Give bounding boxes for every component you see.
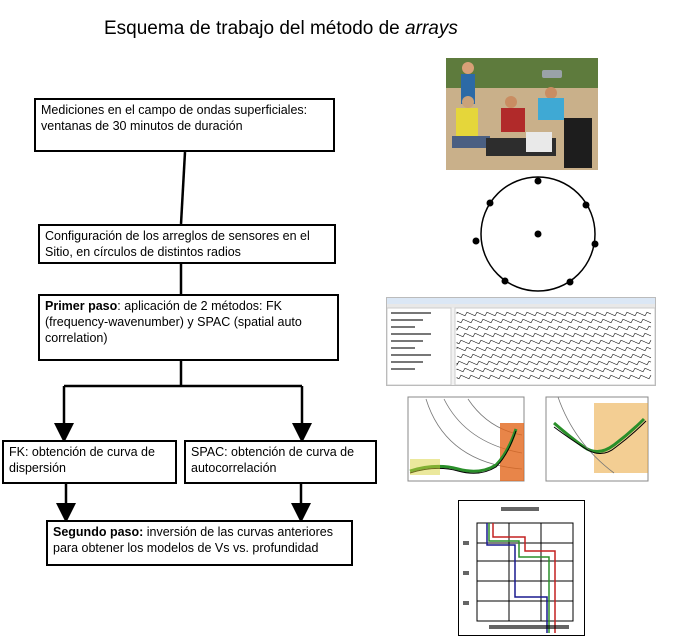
software-screenshot [386, 297, 656, 386]
title-italic: arrays [405, 18, 458, 39]
box-fk-dispersion-text: FK: obtención de curva de dispersión [9, 445, 155, 475]
spac-drawing [545, 396, 649, 482]
seismogram-trace [456, 318, 652, 324]
sensor-point [591, 240, 599, 248]
fk-dispersion-drawing [407, 396, 525, 482]
tree-item [391, 354, 431, 356]
tree-item [391, 319, 423, 321]
sensor-point [486, 199, 494, 207]
seismogram-trace [456, 367, 652, 373]
seismogram-trace [456, 346, 652, 352]
field-work-photo-drawing [446, 58, 598, 170]
sensor-point [566, 278, 574, 286]
box-fk-dispersion: FK: obtención de curva de dispersión [2, 440, 177, 484]
box-sensor-configuration: Configuración de los arreglos de sensore… [38, 224, 336, 264]
tree-item [391, 326, 415, 328]
array-circle [480, 176, 596, 292]
seismogram-trace [456, 311, 652, 317]
box-first-step-bold: Primer paso [45, 299, 118, 313]
seismogram-trace [456, 374, 652, 380]
seismogram-trace [456, 353, 652, 359]
box-second-step-text: inversión de las curvas anteriores para … [53, 525, 333, 555]
tree-item [391, 347, 415, 349]
sensor-circle-array [472, 176, 599, 292]
diagram-title: Esquema de trabajo del método de arrays [104, 18, 458, 40]
box-second-step-bold: Segundo paso: [53, 525, 144, 539]
vs-profile-drawing [463, 507, 574, 633]
sensor-point [534, 177, 542, 185]
box-spac-autocorrelation-text: SPAC: obtención de curva de autocorrelac… [191, 445, 355, 475]
title-main: Esquema de trabajo del método de [104, 18, 400, 39]
software-screenshot-drawing [387, 298, 655, 385]
field-work-photo [446, 58, 598, 170]
seismogram-trace [456, 339, 652, 345]
sensor-point [582, 201, 590, 209]
box-first-step-text: : aplicación de 2 métodos: FK (frequency… [45, 299, 302, 345]
seismogram-trace [456, 332, 652, 338]
sensor-center [534, 230, 542, 238]
fk-dispersion-plot [396, 393, 528, 489]
tree-item [391, 333, 431, 335]
tree-item [391, 368, 415, 370]
box-field-measurements-text: Mediciones en el campo de ondas superfic… [41, 103, 308, 133]
sensor-point [501, 277, 509, 285]
connector-1-2 [179, 151, 187, 225]
sensor-point [472, 237, 480, 245]
seismogram-trace [456, 360, 652, 366]
vs-profile-plot [458, 500, 585, 636]
box-sensor-configuration-text: Configuración de los arreglos de sensore… [45, 229, 310, 259]
spac-plot [534, 393, 651, 489]
box-second-step: Segundo paso: inversión de las curvas an… [46, 520, 353, 566]
tree-item [391, 340, 423, 342]
seismogram-trace [456, 325, 652, 331]
box-spac-autocorrelation: SPAC: obtención de curva de autocorrelac… [184, 440, 377, 484]
tree-item [391, 361, 423, 363]
tree-item [391, 312, 431, 314]
box-field-measurements: Mediciones en el campo de ondas superfic… [34, 98, 335, 152]
box-first-step: Primer paso: aplicación de 2 métodos: FK… [38, 294, 339, 361]
